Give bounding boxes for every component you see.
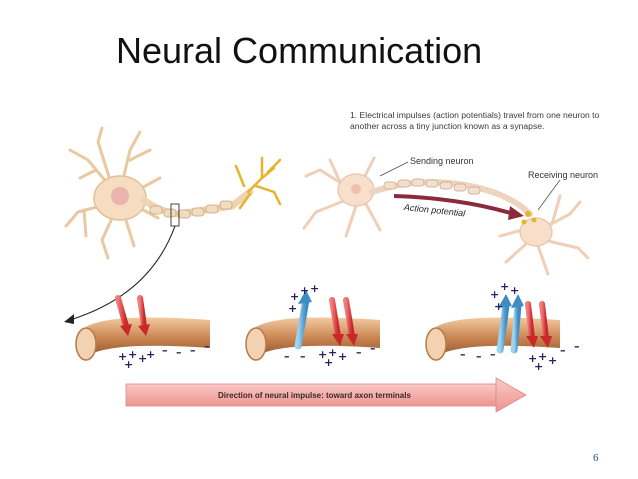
svg-text:–: – <box>560 344 566 357</box>
svg-text:–: – <box>356 346 362 359</box>
svg-text:–: – <box>162 344 168 357</box>
svg-text:+: + <box>500 280 509 293</box>
svg-text:+: + <box>490 288 499 301</box>
page-number: 6 <box>593 452 599 464</box>
svg-text:–: – <box>490 348 496 361</box>
svg-text:–: – <box>476 350 482 363</box>
svg-text:+: + <box>494 300 503 313</box>
svg-text:+: + <box>138 352 147 365</box>
svg-text:+: + <box>300 284 309 297</box>
svg-text:–: – <box>204 340 210 353</box>
svg-text:+: + <box>310 282 319 295</box>
svg-text:+: + <box>288 302 297 315</box>
svg-text:+: + <box>118 350 127 363</box>
svg-text:+: + <box>338 350 347 363</box>
svg-text:+: + <box>128 348 137 361</box>
svg-text:+: + <box>146 348 155 361</box>
receiving-neuron-label: Receiving neuron <box>528 170 599 180</box>
diagram-caption: 1. Electrical impulses (action potential… <box>350 110 600 131</box>
svg-text:+: + <box>318 348 327 361</box>
svg-text:–: – <box>190 344 196 357</box>
svg-text:–: – <box>284 350 290 363</box>
svg-text:–: – <box>370 342 376 355</box>
svg-text:+: + <box>548 354 557 367</box>
slide-title: Neural Communication <box>116 30 483 71</box>
svg-text:+: + <box>124 358 133 371</box>
svg-text:–: – <box>574 340 580 353</box>
axon-segment-3 <box>425 294 560 361</box>
ion-charges: +++ ++ –––– ++++ –– ++++ –– ++++ ––– +++… <box>118 280 580 373</box>
svg-text:+: + <box>510 284 519 297</box>
svg-text:+: + <box>538 350 547 363</box>
right-neurons <box>302 156 590 276</box>
svg-text:–: – <box>460 348 466 361</box>
axon-segment-2 <box>245 290 380 361</box>
sending-neuron-label: Sending neuron <box>410 156 474 166</box>
svg-text:+: + <box>534 360 543 373</box>
svg-text:+: + <box>528 352 537 365</box>
svg-text:+: + <box>328 346 337 359</box>
left-neuron <box>64 126 282 260</box>
zoom-pointer <box>69 225 176 321</box>
svg-text:–: – <box>176 346 182 359</box>
direction-label: Direction of neural impulse: toward axon… <box>218 391 411 400</box>
svg-text:+: + <box>324 356 333 369</box>
direction-arrow <box>125 377 527 413</box>
axon-segment-1 <box>75 295 210 361</box>
svg-text:+: + <box>290 290 299 303</box>
svg-text:–: – <box>300 350 306 363</box>
